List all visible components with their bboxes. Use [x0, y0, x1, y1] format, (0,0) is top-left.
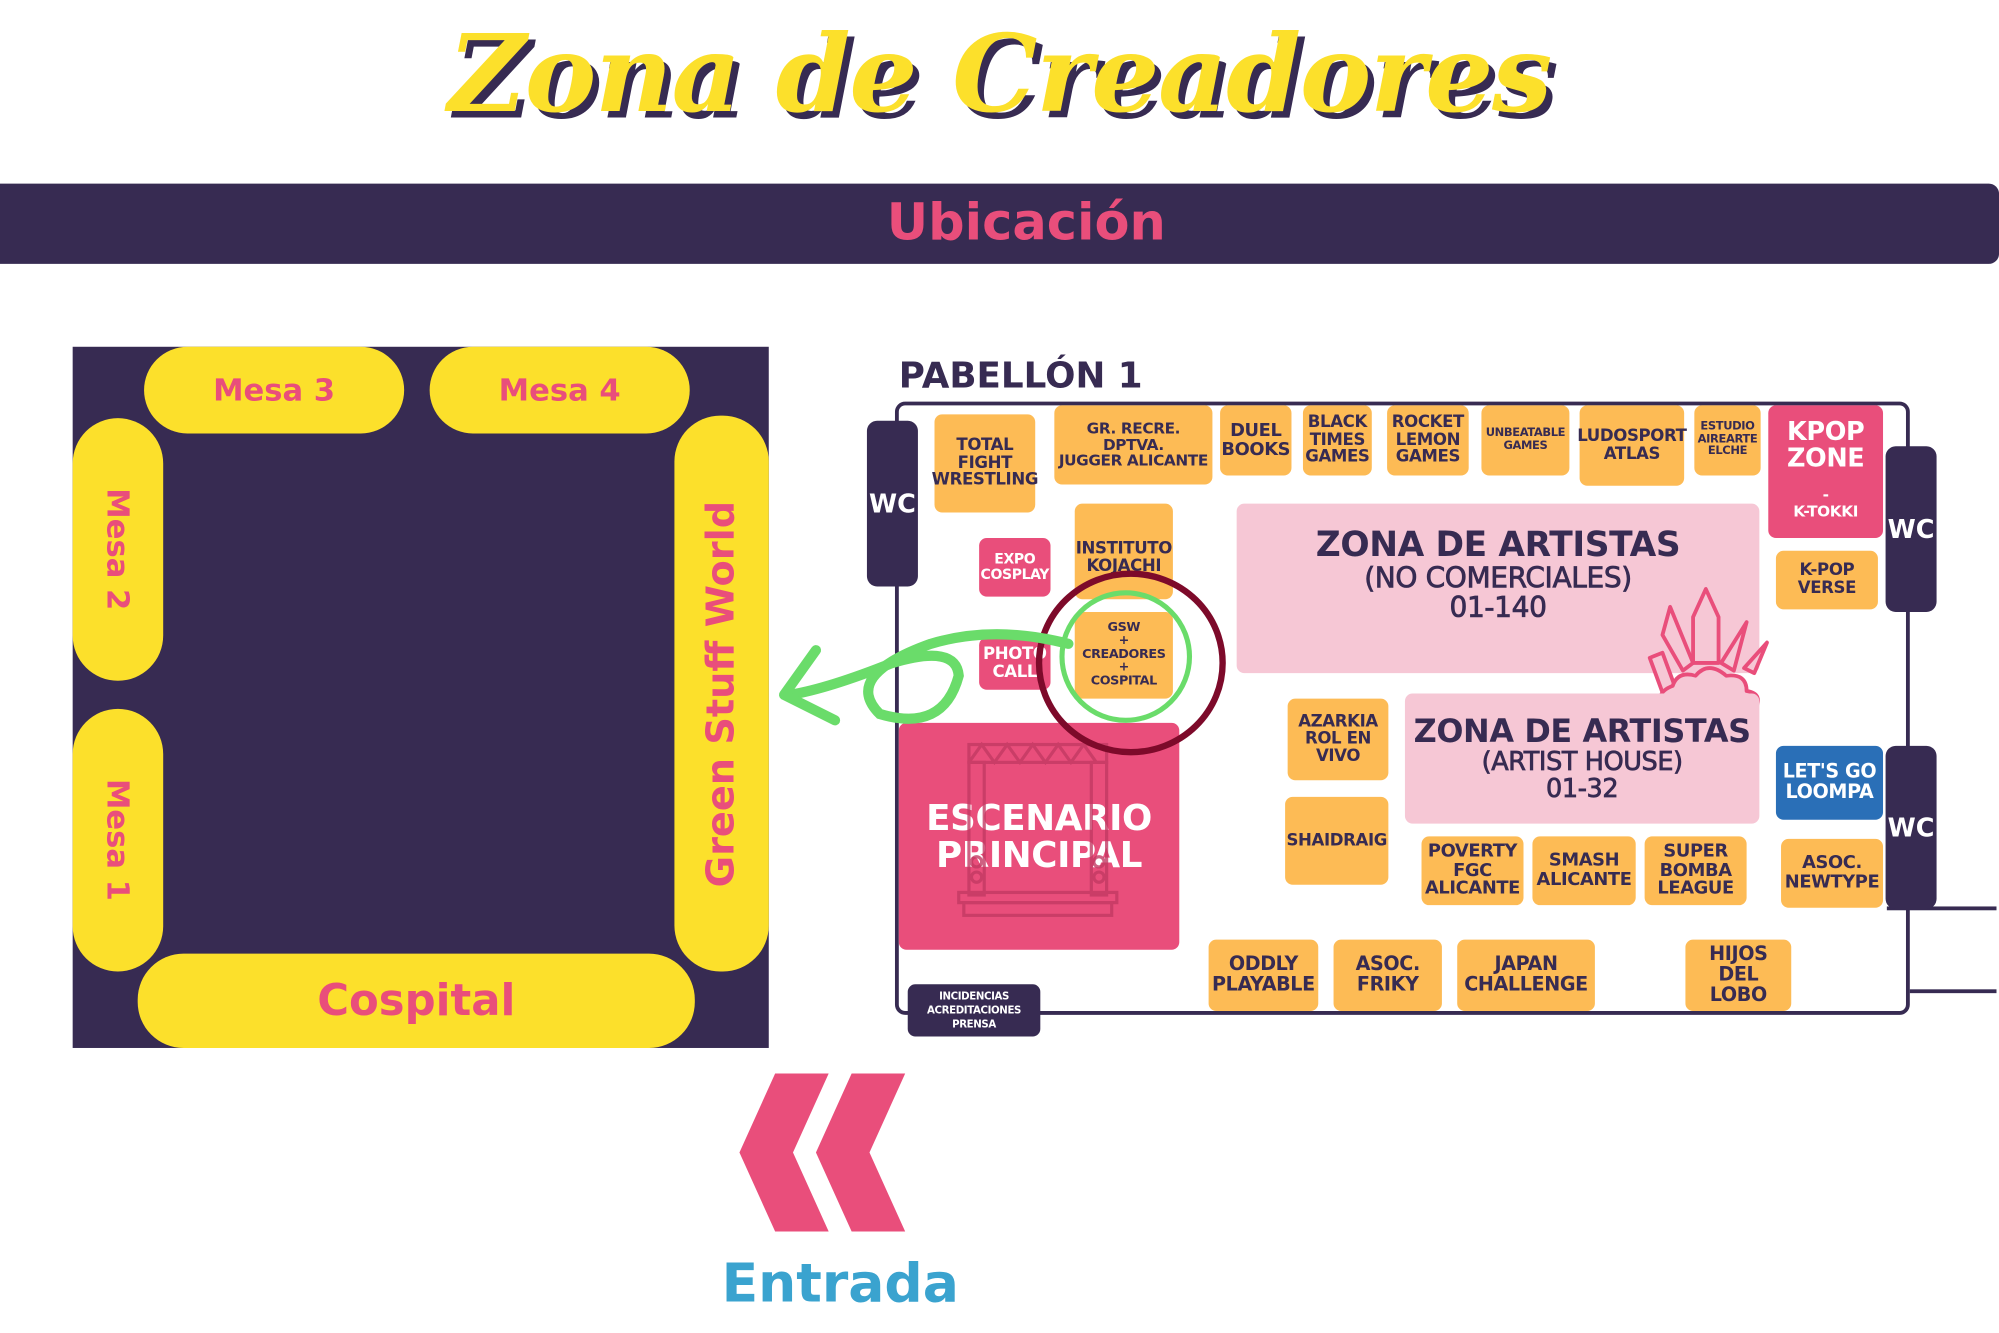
page-title: Zona de Creadores — [447, 10, 1552, 137]
booth: ROCKET LEMON GAMES — [1387, 405, 1469, 476]
booth: POVERTY FGC ALICANTE — [1421, 836, 1524, 906]
booth: GR. RECRE. DPTVA. JUGGER ALICANTE — [1054, 405, 1213, 485]
chevron-left-icon — [815, 1073, 906, 1232]
kpop-zone-label: KPOP ZONE — [1786, 415, 1865, 473]
banner-label: Ubicación — [886, 193, 1166, 253]
booth: SMASH ALICANTE — [1532, 836, 1636, 906]
zone-title: ZONA DE ARTISTAS — [1315, 525, 1681, 566]
table-mesa-1: Mesa 1 — [72, 708, 164, 972]
zone-subtitle: (ARTIST HOUSE) 01-32 — [1481, 745, 1683, 804]
booth: ODDLY PLAYABLE — [1208, 939, 1319, 1011]
stage-icon — [957, 741, 1119, 917]
booth: LUDOSPORT ATLAS — [1577, 405, 1687, 486]
table-mesa-4: Mesa 4 — [429, 346, 690, 434]
booth: EXPO COSPLAY — [979, 538, 1051, 597]
booth: DUEL BOOKS — [1220, 405, 1292, 476]
booth-kpop-zone: KPOP ZONE - K-TOKKI — [1768, 405, 1884, 539]
zone-title: ZONA DE ARTISTAS — [1413, 712, 1751, 750]
booth: ASOC. FRIKY — [1333, 939, 1442, 1011]
booth: ASOC. NEWTYPE — [1781, 838, 1884, 908]
booth: ESTUDIO AIREARTE ELCHE — [1694, 405, 1761, 476]
booth: TOTAL FIGHT WRESTLING — [932, 414, 1038, 513]
booth: UNBEATABLE GAMES — [1481, 405, 1570, 476]
booth: HIJOS DEL LOBO — [1685, 939, 1792, 1011]
hall-label: PABELLÓN 1 — [898, 354, 1143, 397]
wc-right-top: WC — [1885, 446, 1937, 612]
entrance-label: Entrada — [721, 1251, 959, 1315]
wc-left: WC — [866, 420, 918, 587]
k-tokki-label: - K-TOKKI — [1793, 485, 1859, 520]
booth: SUPER BOMBA LEAGUE — [1644, 836, 1747, 906]
booth: PHOTO CALL — [979, 637, 1051, 690]
table-mesa-3: Mesa 3 — [144, 346, 405, 434]
booth: AZARKIA ROL EN VIVO — [1287, 698, 1389, 781]
creators-zone-plan — [72, 346, 769, 1048]
green-stuff-world-area: Green Stuff World — [674, 415, 769, 972]
booth: INSTITUTO KOJACHI — [1074, 503, 1173, 600]
location-banner: Ubicación — [0, 183, 1999, 264]
table-mesa-2: Mesa 2 — [72, 418, 164, 681]
booth: JAPAN CHALLENGE — [1457, 939, 1595, 1011]
hall-wall — [1909, 989, 1997, 994]
cospital-area: Cospital — [137, 953, 695, 1048]
press-desk: INCIDENCIAS ACREDITACIONES PRENSA — [907, 984, 1041, 1037]
booth: BLACK TIMES GAMES — [1302, 405, 1372, 476]
zone-subtitle: (NO COMERCIALES) 01-140 — [1364, 562, 1633, 625]
arrow-head-icon — [778, 645, 841, 726]
artists-zone-artist-house: ZONA DE ARTISTAS (ARTIST HOUSE) 01-32 — [1404, 693, 1760, 824]
booth: SHAIDRAIG — [1285, 796, 1389, 885]
hall-wall — [1886, 906, 1997, 911]
booth: K-POP VERSE — [1775, 550, 1878, 610]
wc-right-bottom: WC — [1885, 745, 1937, 910]
booth: LET'S GO LOOMPA — [1775, 745, 1884, 820]
booth-gsw-creadores-cospital: GSW + CREADORES + COSPITAL — [1074, 611, 1173, 699]
chevron-left-icon — [739, 1073, 829, 1232]
